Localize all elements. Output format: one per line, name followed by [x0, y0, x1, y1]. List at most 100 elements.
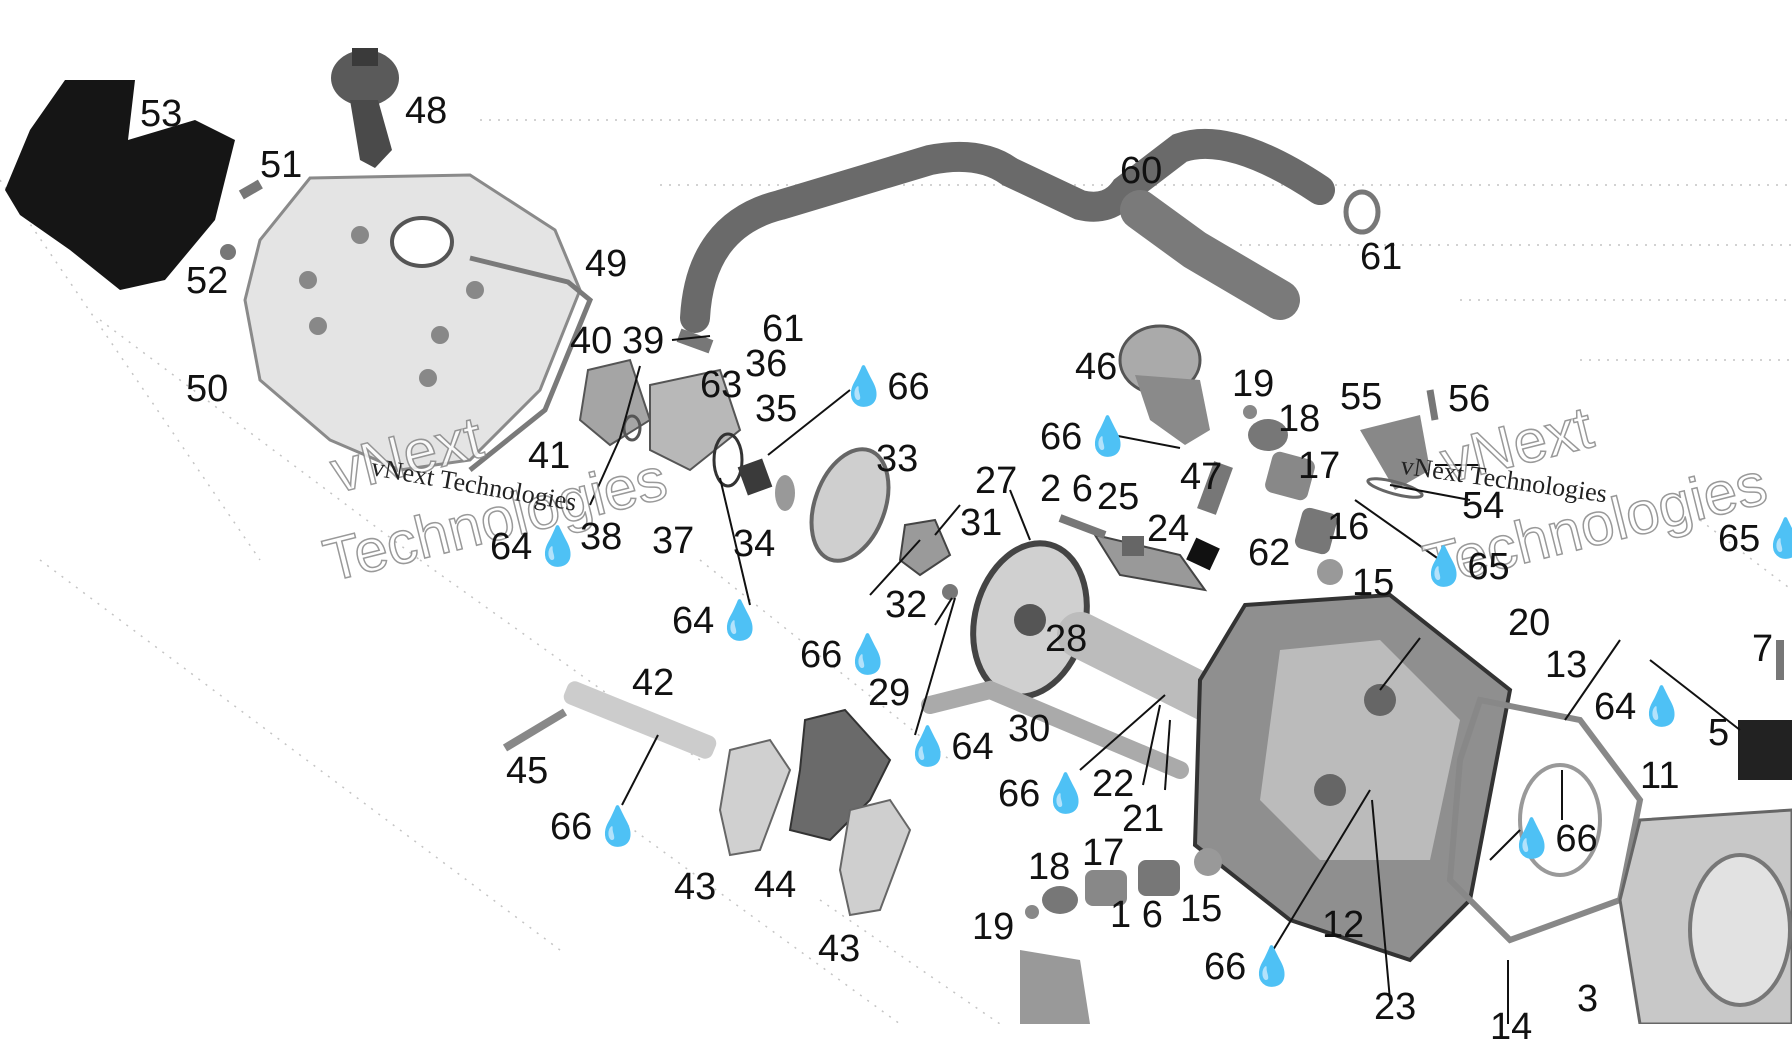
callout-14: 14 [1490, 1006, 1533, 1048]
part-61-clamp-right [1343, 189, 1381, 235]
oil-drop-icon: 💧 [534, 526, 582, 568]
callout-64-a: 64💧 [490, 526, 582, 568]
callout-53: 53 [140, 93, 183, 135]
callout-19-a: 19 [1232, 363, 1275, 405]
oil-drop-icon: 💧 [1638, 686, 1686, 728]
callout-46: 46 [1075, 346, 1118, 388]
part-50-cover-bosses [299, 226, 484, 387]
callout-16-a: 16 [1327, 506, 1370, 548]
callout-16-b: 1 6 [1110, 894, 1163, 936]
callout-36: 36 [745, 343, 788, 385]
callout-26: 2 6 [1040, 468, 1093, 510]
oil-drop-icon: 💧 [1508, 818, 1556, 860]
part-35-seal [737, 458, 773, 496]
callout-65-a: 💧65 [1420, 546, 1510, 588]
part-36-o-ring [712, 432, 744, 488]
oil-drop-icon: 💧 [594, 806, 642, 848]
part-31-cam-retainer [898, 518, 952, 577]
part-30-chain-guide [921, 680, 1189, 779]
callout-61-b: 61 [1360, 236, 1403, 278]
callout-37: 37 [652, 520, 695, 562]
callout-63: 63 [700, 364, 743, 406]
callout-28: 28 [1045, 618, 1088, 660]
callout-42: 42 [632, 662, 675, 704]
part-39-o-ring [622, 414, 642, 442]
callout-32: 32 [885, 584, 928, 626]
callout-22: 22 [1092, 763, 1135, 805]
oil-drop-icon: 💧 [716, 600, 764, 642]
callout-66-c: 66💧 [800, 634, 892, 676]
callout-30: 30 [1008, 708, 1051, 750]
callout-51: 51 [260, 144, 303, 186]
callout-21: 21 [1122, 798, 1165, 840]
part-33-pump-cover [809, 447, 891, 563]
callout-66-e: 66💧 [998, 773, 1090, 815]
part-61-clamp-left [676, 328, 714, 354]
callout-31: 31 [960, 502, 1003, 544]
callout-64-b: 64💧 [672, 600, 764, 642]
part-60-hose-branch [1120, 190, 1300, 320]
callout-38: 38 [580, 516, 623, 558]
callout-50: 50 [186, 368, 229, 410]
callout-56: 56 [1448, 378, 1491, 420]
callout-23: 23 [1374, 986, 1417, 1028]
oil-drop-icon: 💧 [1248, 946, 1296, 988]
part-valve-lower [1020, 950, 1090, 1024]
callout-24: 24 [1147, 508, 1190, 550]
part-53-cover-seal [5, 80, 235, 290]
dotted-guides [0, 119, 1792, 1024]
part-52-screw [220, 244, 236, 260]
callout-3: 3 [1577, 978, 1599, 1020]
callout-18-b: 18 [1028, 846, 1071, 888]
callout-66-b: 66💧 [1040, 416, 1132, 458]
callout-55: 55 [1340, 376, 1383, 418]
callout-17-a: 17 [1298, 445, 1341, 487]
part-43-rocker-arm-right [838, 798, 912, 917]
valve-spring-stack-lower [1025, 848, 1222, 919]
callout-29: 29 [868, 672, 911, 714]
part-55-bracket [1360, 415, 1430, 490]
callout-45: 45 [506, 750, 549, 792]
callout-27: 27 [975, 460, 1018, 502]
part-49-cover-gasket [468, 255, 594, 472]
part-56-bolt [1426, 389, 1439, 421]
callout-17-b: 17 [1082, 832, 1125, 874]
callout-5: 5 [1708, 712, 1730, 754]
part-5-fitting [1738, 720, 1792, 780]
callout-11: 11 [1640, 755, 1680, 797]
oil-drop-icon: 💧 [1084, 416, 1132, 458]
callout-48: 48 [405, 90, 448, 132]
callout-15-a: 15 [1352, 562, 1395, 604]
callout-66-d: 💧66 [1508, 818, 1598, 860]
callout-34: 34 [733, 523, 776, 565]
callout-40: 40 [570, 320, 613, 362]
callout-44: 44 [754, 864, 797, 906]
callout-61-a: 61 [762, 308, 805, 350]
callout-35: 35 [755, 388, 798, 430]
callout-49: 49 [585, 243, 628, 285]
valve-spring-stack-upper [1243, 405, 1343, 585]
oil-drop-icon: 💧 [904, 726, 952, 768]
part-34-washer [775, 475, 795, 511]
callout-15-b: 15 [1180, 888, 1223, 930]
callout-12: 12 [1322, 904, 1365, 946]
part-25-plunger [1122, 536, 1144, 556]
part-60-coolant-hose [680, 128, 1335, 333]
callout-60: 60 [1120, 150, 1163, 192]
part-26-bolt [1058, 514, 1107, 539]
diagram-canvas [0, 48, 1792, 1024]
part-62-sensor [1186, 537, 1220, 571]
part-46-oil-filler [1118, 324, 1210, 445]
callout-66-g: 66💧 [1204, 946, 1296, 988]
callout-64-c: 💧64 [904, 726, 994, 768]
callout-62: 62 [1248, 532, 1291, 574]
part-13-head-gasket [1446, 696, 1644, 944]
part-43-rocker-arm-left [718, 738, 792, 857]
callout-54: 54 [1462, 485, 1505, 527]
callout-43-a: 43 [674, 866, 717, 908]
callout-25: 25 [1097, 476, 1140, 518]
part-29-screw [942, 584, 958, 600]
oil-drop-icon: 💧 [840, 366, 888, 408]
callout-7: 7 [1752, 628, 1774, 670]
callout-41: 41 [528, 435, 571, 477]
